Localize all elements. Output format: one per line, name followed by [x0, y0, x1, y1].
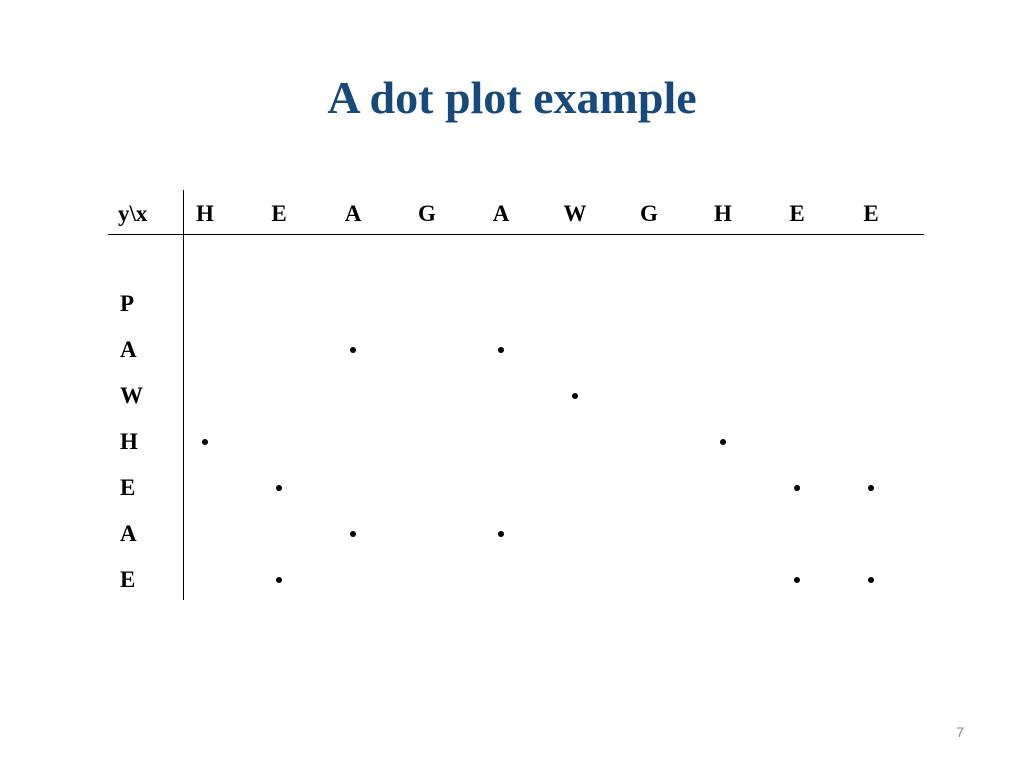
row-header: E: [120, 475, 136, 500]
header-divider-line: [108, 234, 924, 235]
row-header: A: [120, 337, 137, 362]
match-dot: [498, 347, 504, 353]
corner-label: y\x: [118, 201, 148, 226]
match-dot: [350, 347, 356, 353]
column-header: A: [492, 201, 510, 226]
column-header: H: [196, 201, 214, 226]
column-header: H: [714, 201, 732, 226]
column-header: G: [418, 201, 436, 226]
row-header: E: [120, 567, 136, 592]
match-dot: [276, 577, 282, 583]
match-dot: [720, 439, 726, 445]
match-dot: [868, 485, 874, 491]
column-header: E: [789, 201, 805, 226]
match-dot: [794, 485, 800, 491]
slide-title: A dot plot example: [327, 72, 697, 123]
match-dot: [350, 531, 356, 537]
row-header: P: [120, 291, 135, 316]
row-header: H: [120, 429, 138, 454]
page-number: 7: [956, 724, 964, 740]
column-header: W: [563, 201, 587, 226]
column-header: A: [344, 201, 362, 226]
match-dot: [868, 577, 874, 583]
match-dot: [572, 393, 578, 399]
match-dot: [276, 485, 282, 491]
row-label-divider-line: [183, 190, 184, 600]
row-header: A: [120, 521, 137, 546]
column-header: E: [271, 201, 287, 226]
column-header: E: [863, 201, 879, 226]
match-dot: [498, 531, 504, 537]
column-header: G: [640, 201, 658, 226]
row-header: W: [120, 383, 143, 408]
match-dot: [794, 577, 800, 583]
match-dot: [202, 439, 208, 445]
